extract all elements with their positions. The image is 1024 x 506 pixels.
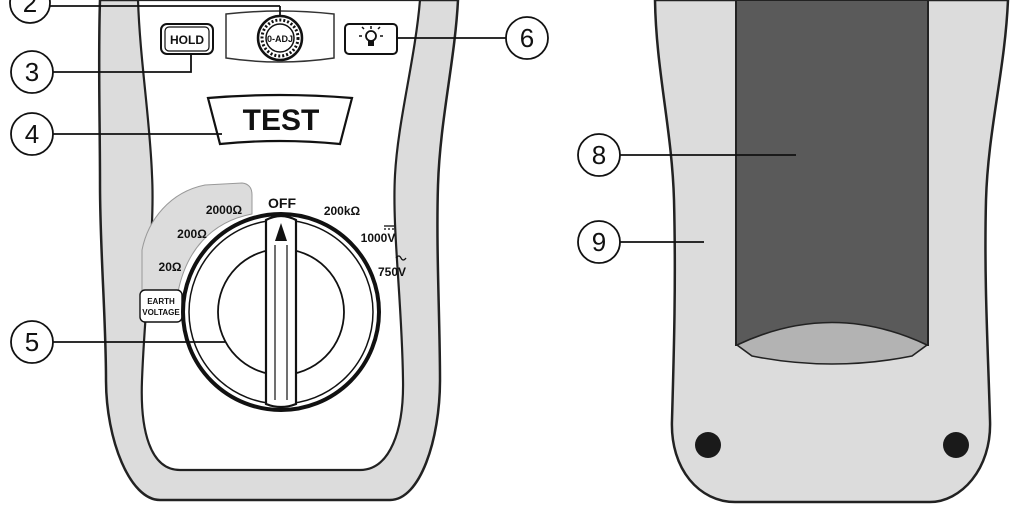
front-view: 0-ADJ HOLD TEST	[97, 0, 460, 502]
lightbulb-icon	[359, 26, 383, 46]
dial-label-200k-ohm: 200kΩ	[324, 204, 361, 218]
ohm-range-sector	[141, 182, 253, 293]
ac-symbol-icon	[395, 255, 407, 261]
earth-voltage-label-line1: EARTH	[147, 297, 175, 306]
callout-3: 3	[10, 50, 192, 94]
callout-9: 9	[577, 220, 704, 264]
callout-2-number: 2	[23, 0, 37, 18]
dial-label-2000-ohm: 2000Ω	[206, 203, 243, 217]
callout-3-number: 3	[25, 57, 39, 87]
screw-icon	[695, 432, 721, 458]
callout-8-number: 8	[592, 140, 606, 170]
dial-label-750-v: 750V	[378, 265, 406, 279]
dial-label-off: OFF	[268, 195, 296, 211]
callout-6: 6	[397, 16, 549, 60]
callout-9-number: 9	[592, 227, 606, 257]
earth-voltage-label-line2: VOLTAGE	[142, 308, 180, 317]
callout-2: 2	[9, 0, 281, 24]
earth-voltage-tag	[139, 289, 183, 323]
backlight-button[interactable]	[344, 23, 398, 55]
dial-label-1000-v: 1000V	[361, 231, 396, 245]
zero-adjust-knob[interactable]: 0-ADJ	[256, 14, 304, 62]
callout-4-number: 4	[25, 119, 39, 149]
triangle-pointer-icon	[275, 223, 287, 241]
battery-cover[interactable]	[735, 0, 929, 346]
dial-label-200-ohm: 200Ω	[177, 227, 207, 241]
dial-label-20-ohm: 20Ω	[159, 260, 182, 274]
test-button-label: TEST	[243, 104, 320, 137]
rear-view	[653, 0, 1010, 504]
battery-cover-lip	[735, 321, 929, 365]
callout-8: 8	[577, 133, 796, 177]
zero-adjust-label: 0-ADJ	[267, 34, 293, 44]
hold-button[interactable]: HOLD	[160, 23, 214, 55]
callout-4: 4	[10, 112, 222, 156]
dial-knob-grip[interactable]	[264, 214, 298, 409]
callout-6-number: 6	[520, 23, 534, 53]
callout-5-number: 5	[25, 327, 39, 357]
hold-button-label: HOLD	[170, 33, 204, 47]
screw-icon	[943, 432, 969, 458]
rotary-selector-dial[interactable]	[181, 212, 381, 412]
callout-5: 5	[10, 320, 225, 364]
dc-symbol-icon	[384, 225, 394, 230]
test-button[interactable]: TEST	[206, 93, 354, 146]
